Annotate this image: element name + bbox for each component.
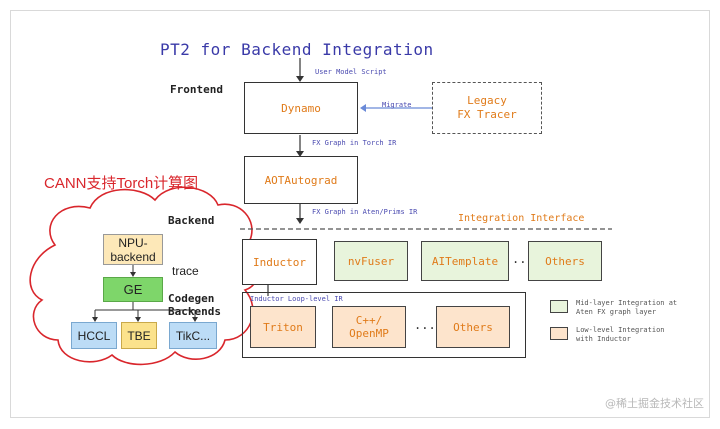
fx-graph-torch-ir-label: FX Graph in Torch IR [312, 139, 397, 147]
codegen-backends-label: Codegen Backends [168, 292, 221, 318]
user-model-script-label: User Model Script [315, 68, 387, 76]
others-mid-box: Others [528, 241, 602, 281]
legacy-line1: Legacy [467, 94, 507, 107]
migrate-label: Migrate [382, 101, 412, 109]
backend-label: Backend [168, 214, 215, 227]
tikc-label: TikC... [175, 328, 211, 343]
aot-autograd-label: AOTAutograd [264, 173, 338, 187]
nvfuser-box: nvFuser [334, 241, 408, 281]
npu-backend-box: NPU- backend [103, 234, 163, 265]
inductor-loop-ir-label: Inductor Loop-level IR [250, 295, 343, 303]
frontend-label: Frontend [170, 83, 223, 96]
page-title: PT2 for Backend Integration [160, 40, 434, 59]
others-low-box: Others [436, 306, 510, 348]
dynamo-label: Dynamo [281, 101, 321, 115]
inductor-label: Inductor [253, 255, 306, 269]
legend-mid-text: Mid-layer Integration at Aten FX graph l… [576, 299, 677, 317]
ge-box: GE [103, 277, 163, 302]
nvfuser-label: nvFuser [347, 254, 395, 268]
legend-low-swatch [550, 327, 568, 340]
dynamo-box: Dynamo [244, 82, 358, 134]
others-low-label: Others [453, 320, 493, 334]
legend-low-text: Low-level Integration with Inductor [576, 326, 665, 344]
fx-graph-aten-label: FX Graph in Aten/Prims IR [312, 208, 418, 216]
tikc-box: TikC... [169, 322, 217, 349]
triton-label: Triton [263, 320, 303, 334]
triton-box: Triton [250, 306, 316, 348]
low-ellipsis: ... [414, 318, 436, 332]
legend-low-line1: Low-level Integration [576, 326, 665, 334]
legend-mid-line1: Mid-layer Integration at [576, 299, 678, 307]
ge-label: GE [123, 282, 143, 297]
legend-low-line2: with Inductor [576, 335, 631, 343]
inductor-box: Inductor [242, 239, 317, 285]
tbe-box: TBE [121, 322, 157, 349]
cpp-line1: C++/ [355, 314, 383, 327]
cpp-line2: OpenMP [349, 327, 389, 340]
hccl-box: HCCL [71, 322, 117, 349]
cann-title: CANN支持Torch计算图 [44, 175, 199, 192]
legacy-fx-tracer-box: Legacy FX Tracer [432, 82, 542, 134]
npu-line1: NPU- [118, 235, 148, 250]
trace-label: trace [172, 264, 199, 278]
others-mid-label: Others [545, 254, 585, 268]
legacy-line2: FX Tracer [457, 108, 517, 121]
aitemplate-label: AITemplate [431, 254, 499, 268]
npu-line2: backend [110, 249, 156, 264]
diagram-frame [10, 10, 710, 418]
aitemplate-box: AITemplate [421, 241, 509, 281]
legend-mid-line2: Aten FX graph layer [576, 308, 657, 316]
inductor-loop-level-container [242, 292, 526, 358]
integration-interface-label: Integration Interface [458, 213, 585, 224]
watermark: @稀土掘金技术社区 [605, 397, 704, 410]
legend-mid-swatch [550, 300, 568, 313]
aot-autograd-box: AOTAutograd [244, 156, 358, 204]
cpp-openmp-box: C++/ OpenMP [332, 306, 406, 348]
hccl-label: HCCL [77, 328, 111, 343]
tbe-label: TBE [127, 328, 151, 343]
